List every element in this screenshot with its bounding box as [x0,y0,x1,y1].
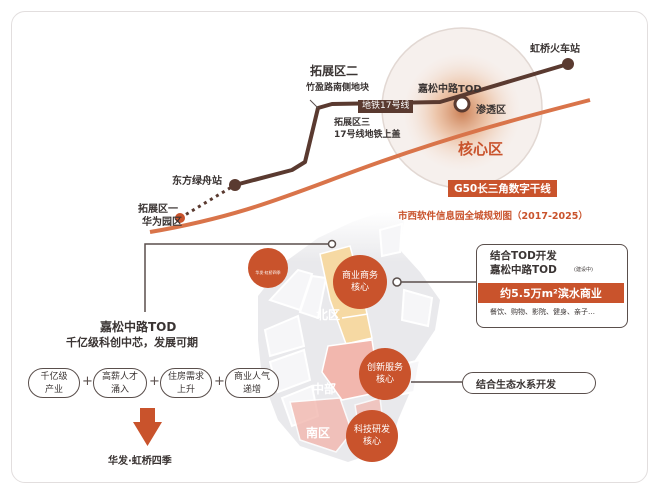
label-zone-north: 北区 [316,308,341,322]
factor-oval-4: 商业人气 递增 [225,368,279,398]
station-dongfang [229,179,241,191]
left-title2: 千亿级科创中芯，发展可期 [66,336,198,349]
label-plan-caption: 市西软件信息园全城规划图（2017-2025） [398,211,588,222]
station-hongqiao [562,58,574,70]
factor-oval-1: 千亿级 产业 [28,368,80,398]
label-core-commercial: 商业商务 核心 [341,271,378,293]
label-expansion3-sub: 17号线地铁上盖 [334,130,401,140]
label-core-innovation: 创新服务 核心 [366,363,403,385]
left-title1: 嘉松中路TOD [100,320,177,334]
label-penetration-zone: 渗透区 [476,105,506,116]
label-hongqiao-station: 虹桥火车站 [530,44,580,55]
metro-extension-dotted [179,183,236,220]
right-highlight: 约5.5万m²滨水商业 [478,283,624,303]
core-commercial-marker [392,277,402,287]
label-core-tech: 科技研发 核心 [353,425,390,447]
right-ecology: 结合生态水系开发 [476,380,556,391]
core-commercial-circle [333,255,387,309]
station-jiasong-tod [453,95,471,113]
right-line2-note: (建设中) [574,267,593,273]
label-expansion3-title: 拓展区三 [334,118,371,128]
label-metro-line: 地铁17号线 [358,100,414,113]
logo-circle [248,248,288,288]
label-core-zone: 核心区 [458,140,504,158]
logo-text: 华发·虹桥四季 [255,270,281,275]
right-line2: 嘉松中路TOD [490,264,557,276]
right-line1: 结合TOD开发 [490,250,557,262]
plan-blocks [263,222,434,428]
label-zone-middle: 中部 [312,382,337,396]
core-innovation-circle [359,348,411,400]
plus-icon-1: + [82,374,93,389]
label-zone-south: 南区 [306,426,331,440]
label-expansion1-title: 拓展区一 [138,204,178,215]
connector-left [144,243,332,312]
label-expansion2-sub: 竹盈路南侧地块 [306,83,370,93]
label-dongfang-station: 东方绿舟站 [172,176,222,187]
label-g50: G50长三角数字干线 [448,180,557,197]
factor-oval-2: 高薪人才 涌入 [93,368,147,398]
factor-oval-3: 住房需求 上升 [160,368,212,398]
result-arrow-icon [133,408,162,446]
plus-icon-3: + [214,374,225,389]
station-expansion1 [175,213,185,223]
g50-orange-line [149,98,591,234]
plus-icon-2: + [149,374,160,389]
outer-frame [11,11,648,483]
zone-south-fill [289,397,353,453]
connector-expansion2 [309,99,319,109]
label-jiasong-tod: 嘉松中路TOD [418,84,482,95]
ecology-oval [462,372,596,394]
left-result: 华发·虹桥四季 [108,456,172,467]
label-expansion2-title: 拓展区二 [310,64,359,78]
right-amenities: 餐饮、购物、影院、健身、亲子… [490,308,595,316]
label-expansion1-sub: 华为园区 [142,217,182,228]
core-tech-circle [346,410,398,462]
